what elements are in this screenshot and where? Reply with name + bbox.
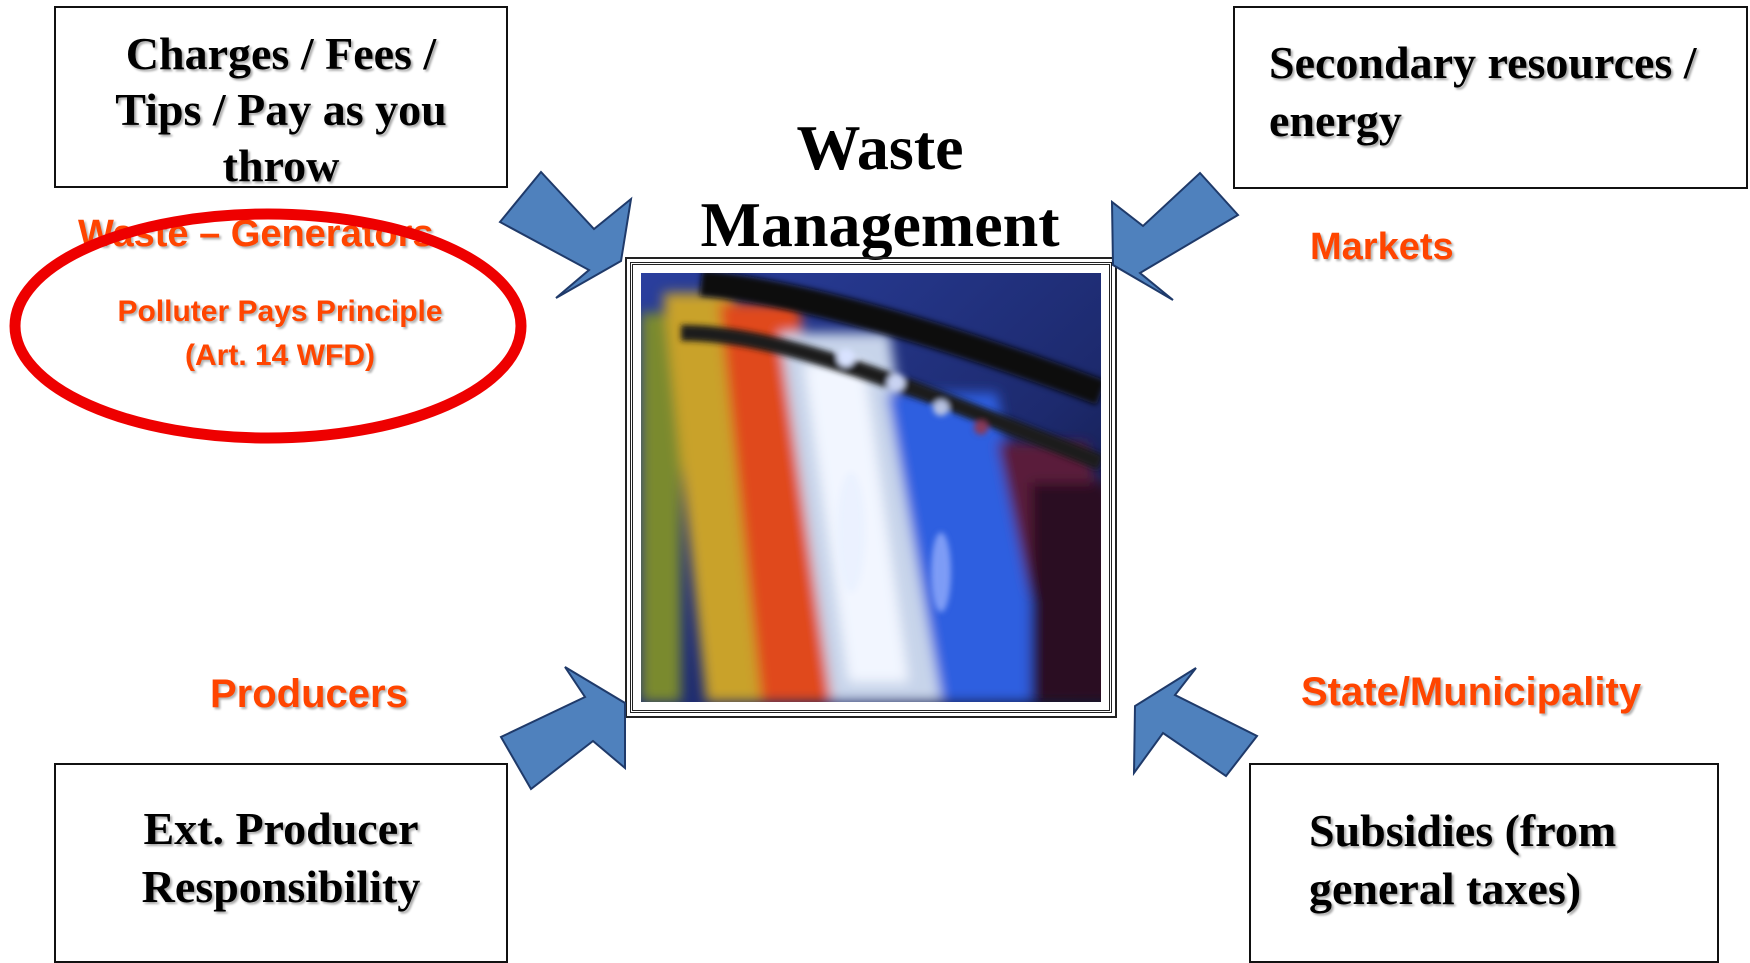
producer-responsibility-box: Ext. Producer Responsibility [54,763,508,963]
arrow-bottom-left [499,666,626,791]
recycling-bins-illustration [641,273,1101,702]
polluter-pays-line-2: (Art. 14 WFD) [185,338,375,372]
recycling-bins-image [625,257,1117,718]
polluter-pays-label: Polluter Pays Principle (Art. 14 WFD) [90,290,470,377]
arrow-top-right [1110,171,1240,301]
producer-line-2: Responsibility [141,860,421,912]
polluter-pays-line-1: Polluter Pays Principle [117,295,443,328]
waste-generators-label: Waste – Generators [78,213,434,255]
secondary-line-1: Secondary resources / [1269,37,1697,88]
markets-label: Markets [1310,226,1454,268]
charges-fees-box: Charges / Fees / Tips / Pay as you throw [54,6,508,191]
secondary-resources-box: Secondary resources / energy [1233,6,1748,189]
arrow-top-left [498,170,633,299]
charges-line-1: Charges / Fees / [125,28,437,79]
subsidies-line-1: Subsidies (from [1309,805,1617,856]
charges-line-2: Tips / Pay as you [115,84,447,136]
subsidies-box: Subsidies (from general taxes) [1249,763,1719,963]
secondary-line-2: energy [1269,94,1402,146]
diagram-title: Waste Management [640,110,1120,264]
title-line-2: Management [700,188,1060,260]
title-line-1: Waste [796,112,964,183]
producer-line-1: Ext. Producer [143,803,419,854]
charges-line-3: throw [222,140,340,192]
producers-label: Producers [210,672,408,716]
subsidies-line-2: general taxes) [1309,862,1582,914]
arrow-bottom-right [1132,667,1259,778]
state-municipality-label: State/Municipality [1301,670,1642,714]
